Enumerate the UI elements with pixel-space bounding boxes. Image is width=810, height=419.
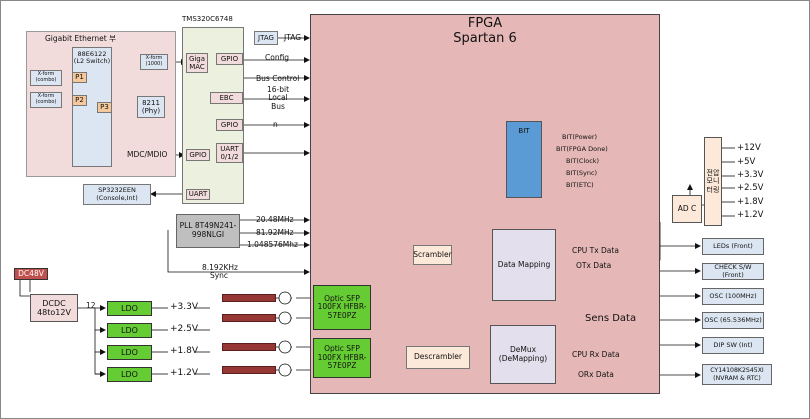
optic-module-2: Optic SFP 100FX HFBR-57E0PZ	[313, 338, 371, 378]
fiber-cable-4	[222, 366, 276, 374]
dc48v-source: DC48V	[14, 268, 48, 280]
port-p1: P1	[72, 72, 87, 83]
cpu-rx-label: CPU Rx Data	[572, 350, 620, 359]
ldo-3v3: LDO	[107, 301, 152, 316]
phy-8211: 8211 (Phy)	[137, 96, 165, 118]
port-p2: P2	[72, 95, 87, 106]
dsp-giga-mac: Giga MAC	[186, 53, 208, 73]
monitor-voltage-1v8: +1.8V	[737, 197, 764, 207]
ldo-output-1v2: +1.2V	[170, 368, 199, 378]
monitor-voltage-5v: +5V	[737, 157, 756, 167]
fpga-block: FPGA Spartan 6	[310, 14, 660, 394]
bit-signal-sync: BIT(Sync)	[566, 169, 598, 177]
monitor-voltage-12v: +12V	[737, 143, 761, 153]
config-label: Config	[265, 53, 290, 62]
fiber-cable-3	[222, 343, 276, 351]
l2-switch-label: 88E6122 (L2 Switch)	[73, 49, 111, 65]
fiber-cable-1	[222, 294, 276, 302]
monitor-voltage-1v2: +1.2V	[737, 210, 764, 220]
bit-signal-fpga-done: BIT(FPGA Done)	[556, 145, 608, 153]
ldo-1v8: LDO	[107, 345, 152, 360]
dsp-gpio-config: GPIO	[216, 53, 243, 65]
n-label: n	[273, 120, 278, 129]
xform-combo-1: X-form (combo)	[30, 70, 62, 86]
dsp-label: TMS320C6748	[182, 15, 233, 23]
local-bus-label: 16-bit Local Bus	[266, 85, 290, 111]
bit-signal-clock: BIT(Clock)	[566, 157, 600, 165]
pll-freq-1: 20.48MHz	[256, 215, 294, 224]
pll-block: PLL 8T49N241-998NLGI	[176, 214, 240, 248]
bit-signal-power: BIT(Power)	[562, 133, 598, 141]
pll-freq-3: 1.048576Mhz	[247, 240, 298, 249]
peripheral-check-sw: CHECK S/W (Front)	[702, 263, 764, 280]
mdc-mdio-label: MDC/MDIO	[127, 150, 168, 159]
peripheral-nvram-rtc: CY14108K2S45XI (NVRAM & RTC)	[702, 364, 772, 385]
bus-control-label: Bus Control	[256, 74, 300, 83]
otx-label: OTx Data	[576, 261, 612, 270]
dsp-uart: UART	[186, 189, 210, 200]
jtag-line-label: JTAG	[284, 33, 302, 42]
pll-freq-2: 81.92MHz	[256, 228, 294, 237]
bit-signal-etc: BIT(ETC)	[566, 181, 594, 189]
fiber-cable-2	[222, 314, 276, 322]
fpga-subtitle: Spartan 6	[453, 30, 517, 46]
descrambler-block: Descrambler	[406, 346, 470, 369]
dcdc-converter: DCDC 48to12V	[30, 294, 78, 322]
dsp-ebc: EBC	[210, 92, 243, 104]
adc-block: AD C	[672, 195, 702, 223]
voltage-monitor-block: 전압 모니 터링	[704, 137, 722, 226]
peripheral-dip-sw: DIP SW (Int)	[702, 337, 764, 354]
port-p3: P3	[97, 102, 112, 113]
rail-12v-label: 12	[86, 301, 96, 310]
bit-block: BIT	[506, 121, 542, 198]
jtag-box: JTAG	[254, 31, 278, 45]
sens-data-label: Sens Data	[585, 313, 637, 324]
pll-sync: 8.192KHz Sync	[202, 263, 238, 281]
console-sp3232: SP3232EEN (Console,Int)	[83, 184, 151, 205]
ldo-output-1v8: +1.8V	[170, 346, 199, 356]
ldo-1v2: LDO	[107, 367, 152, 382]
scrambler-block: Scrambler	[413, 245, 452, 265]
peripheral-leds: LEDs (Front)	[702, 238, 764, 255]
peripheral-osc-100: OSC (100MHz)	[702, 288, 764, 305]
ldo-output-3v3: +3.3V	[170, 302, 199, 312]
xform-combo-2: X-form (combo)	[30, 92, 62, 108]
fpga-title: FPGA	[467, 16, 503, 31]
orx-label: ORx Data	[578, 370, 614, 379]
dsp-gpio-mdio: GPIO	[186, 149, 210, 161]
ethernet-title: Gigabit Ethernet 부	[45, 34, 117, 43]
xform-1000: X-form (1000)	[140, 54, 168, 70]
ldo-output-2v5: +2.5V	[170, 324, 199, 334]
data-mapping-block: Data Mapping	[492, 229, 556, 301]
cpu-tx-label: CPU Tx Data	[572, 246, 619, 255]
dsp-uart-012: UART 0/1/2	[216, 143, 243, 163]
monitor-voltage-3v3: +3.3V	[737, 170, 764, 180]
demux-block: DeMux (DeMapping)	[490, 325, 556, 384]
monitor-voltage-2v5: +2.5V	[737, 183, 764, 193]
peripheral-osc-65: OSC (65.536MHz)	[702, 312, 764, 329]
dsp-gpio-n: GPIO	[216, 119, 243, 131]
ldo-2v5: LDO	[107, 323, 152, 338]
optic-module-1: Optic SFP 100FX HFBR-57E0PZ	[313, 285, 371, 330]
